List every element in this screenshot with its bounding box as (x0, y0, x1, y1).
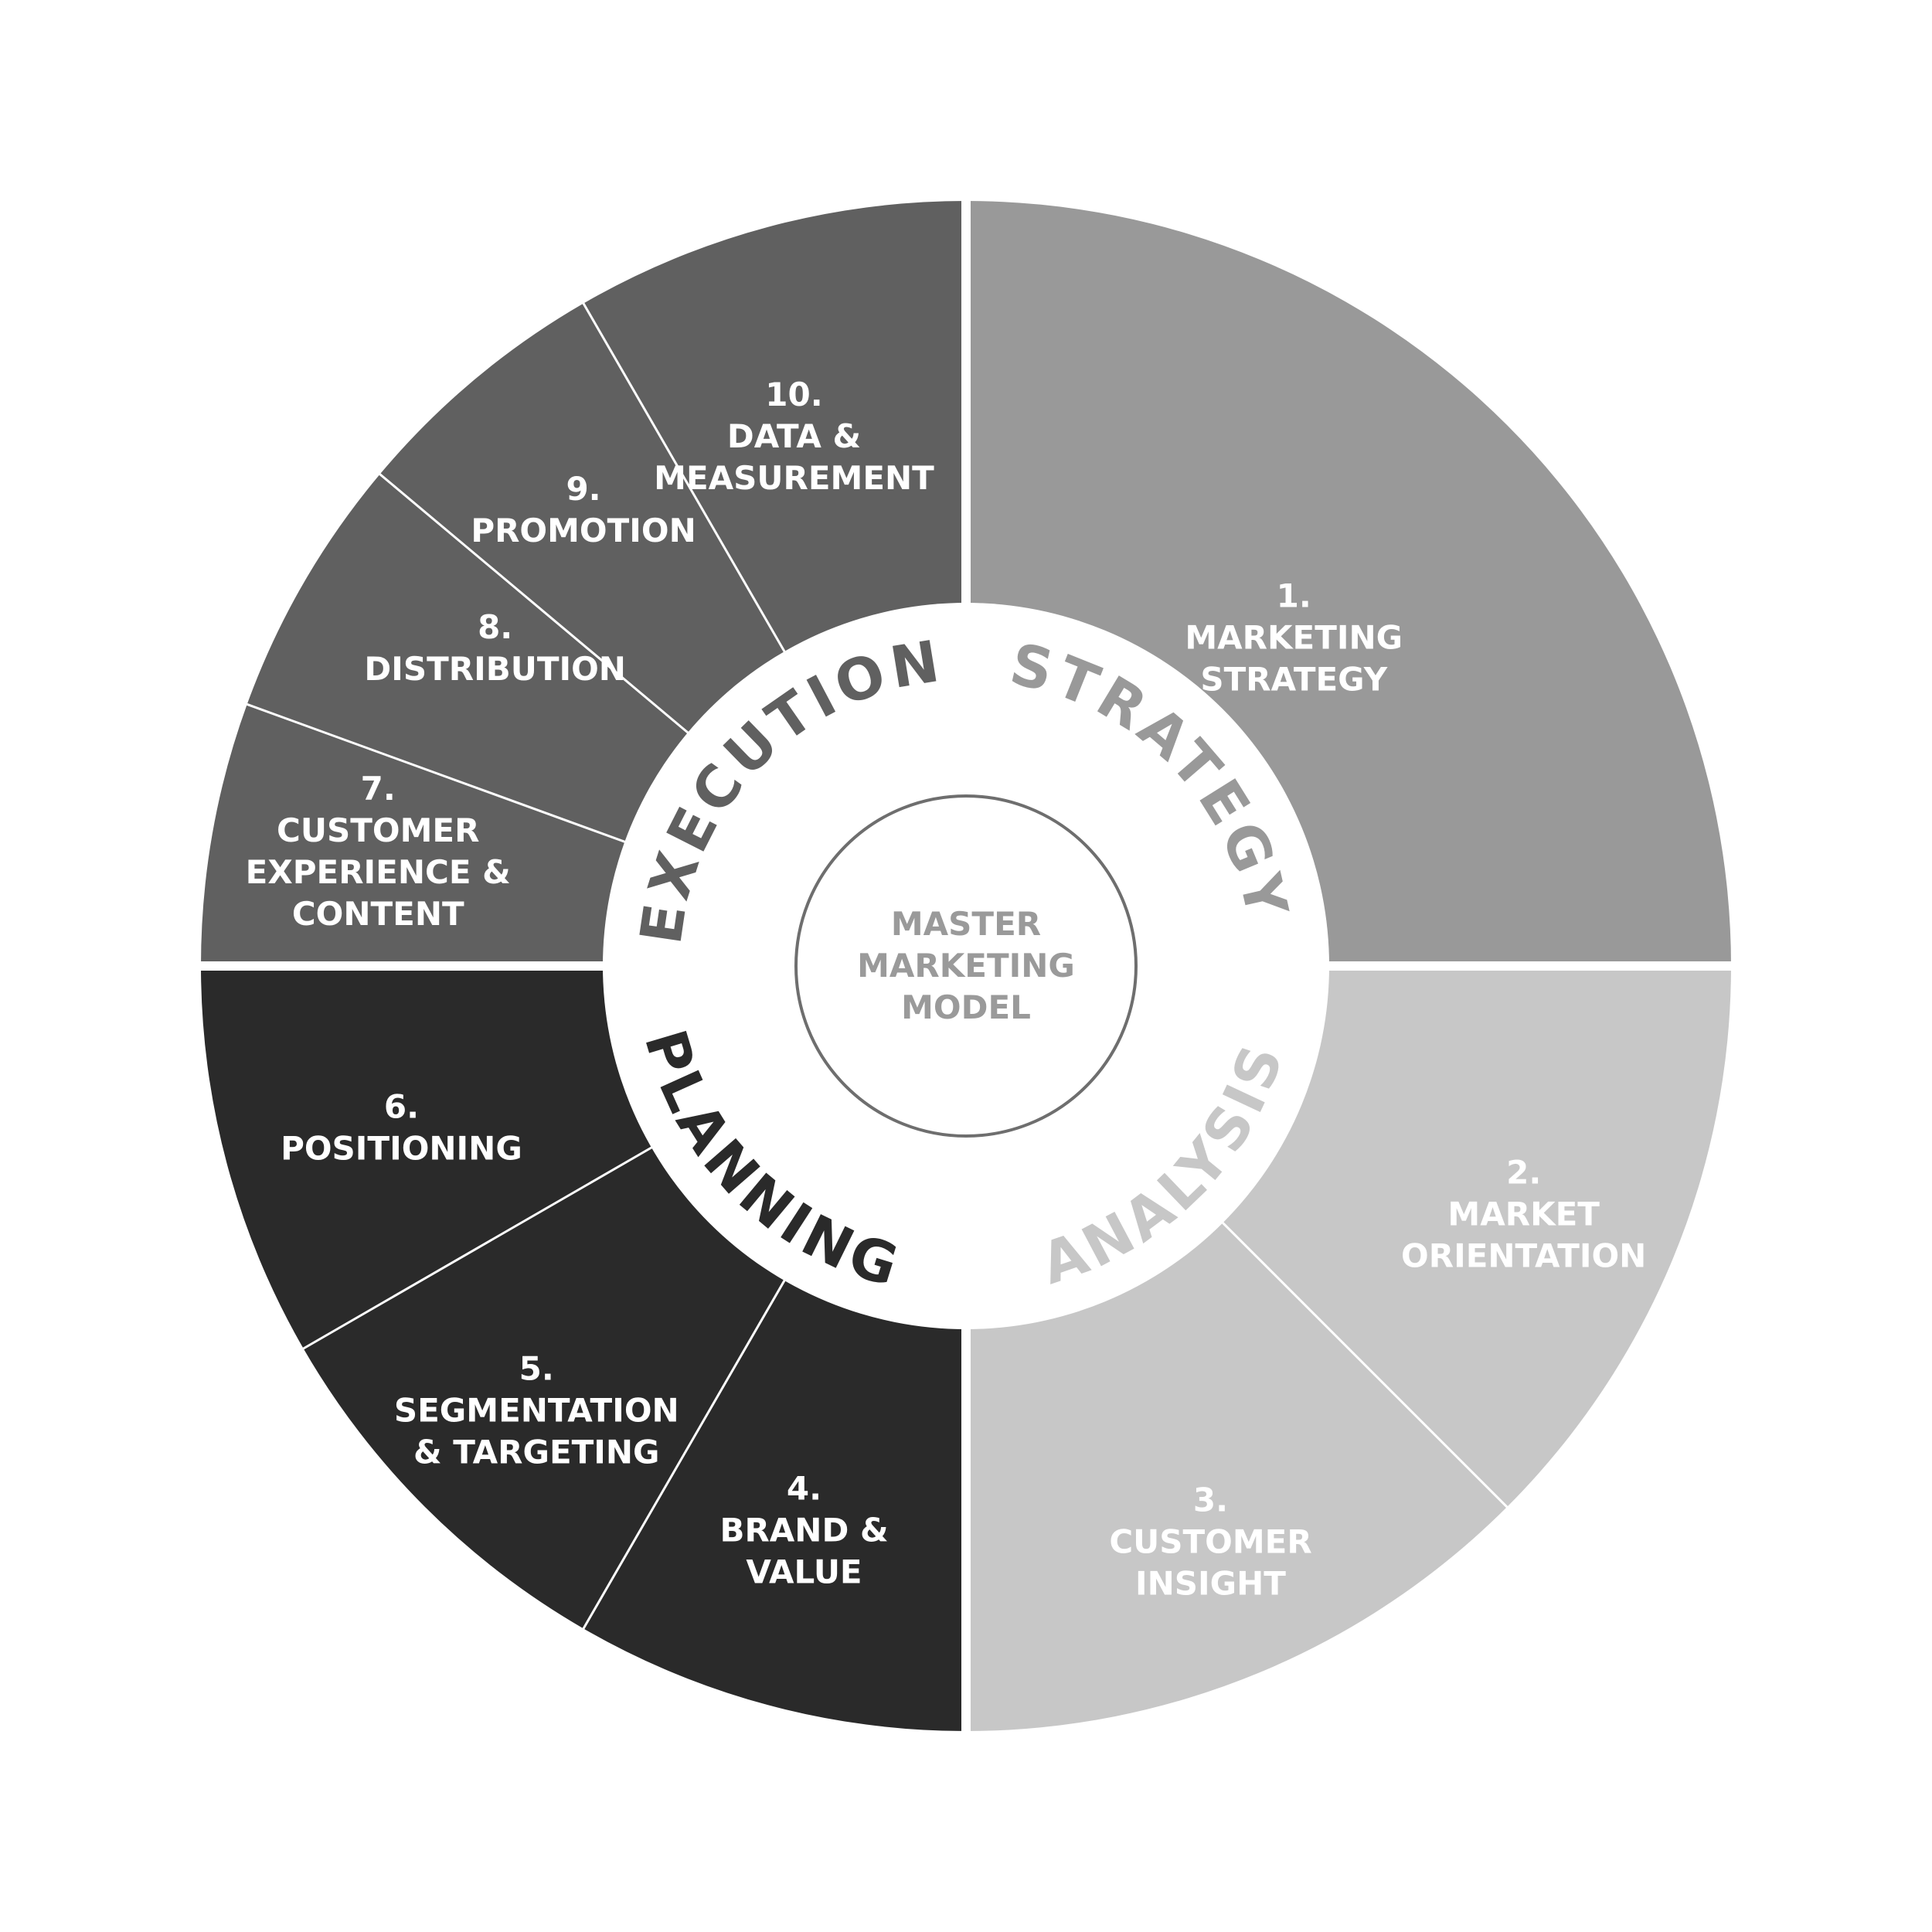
segment-label-1: 1. MARKETING STRATEGY (1185, 577, 1403, 699)
segment-label-5: 5. SEGMENTATION & TARGETING (394, 1349, 679, 1471)
segment-title-line: INSIGHT (1135, 1565, 1286, 1603)
segment-number: 3. (1193, 1481, 1228, 1519)
segment-number: 6. (384, 1087, 419, 1125)
segment-number: 8. (478, 608, 512, 646)
segment-divider (243, 702, 648, 851)
segment-title-line: MARKET (1447, 1195, 1600, 1233)
segment-label-7: 7.CUSTOMER EXPERIENCE & CONTENT (246, 770, 511, 933)
segment-title-line: EXPERIENCE & (246, 853, 511, 891)
segment-title-line: STRATEGY (1200, 661, 1387, 699)
segment-title-line: MARKETING (1185, 619, 1403, 657)
segment-number: 5. (519, 1349, 554, 1387)
segment-divider (1206, 1206, 1511, 1511)
segment-1 (966, 201, 1731, 966)
segment-title-line: DISTRIBUTION (364, 650, 626, 688)
segment-title-line: VALUE (746, 1553, 862, 1591)
segment-title-line: MEASUREMENT (654, 459, 934, 497)
segment-2 (1212, 966, 1731, 1508)
segment-label-3: 3. CUSTOMER INSIGHT (1109, 1481, 1311, 1603)
dividers-layer (197, 197, 1735, 1735)
center-title-line: MASTER (891, 905, 1041, 943)
center-title-line: MARKETING (857, 947, 1075, 985)
segment-8 (247, 474, 700, 848)
segment-title-line: & TARGETING (413, 1433, 660, 1471)
segment-title-line: CUSTOMER (1109, 1523, 1311, 1561)
segment-divider (376, 471, 706, 749)
segment-label-8: 8. DISTRIBUTION (364, 608, 626, 688)
segment-10 (583, 201, 966, 665)
segment-9 (379, 303, 793, 743)
segments-layer (201, 201, 1731, 1731)
segment-label-9: 9. PROMOTION (471, 470, 696, 549)
segment-number: 1. (1277, 577, 1311, 615)
segment-label-6: 6. POSITIONING (281, 1087, 522, 1167)
segment-number: 10. (765, 376, 822, 413)
segment-title-line: CONTENT (292, 895, 464, 933)
segment-title-line: ORIENTATION (1401, 1236, 1646, 1274)
segment-title-line: PROMOTION (471, 512, 696, 549)
center-circle (794, 794, 1138, 1138)
segment-divider (580, 1260, 798, 1633)
segment-7 (201, 704, 640, 966)
segment-number: 4. (787, 1470, 821, 1508)
center-title-line: MODEL (901, 988, 1031, 1026)
segment-number: 9. (566, 470, 600, 508)
segment-3 (966, 1212, 1508, 1731)
segment-divider (580, 299, 798, 672)
segment-title-line: DATA & (727, 417, 861, 455)
segment-number: 7. (361, 770, 396, 808)
segment-label-4: 4. BRAND & VALUE (719, 1470, 888, 1591)
segment-title-line: POSITIONING (281, 1129, 522, 1167)
segment-divider (299, 1134, 672, 1352)
segment-4 (583, 1267, 966, 1731)
segment-label-10: 10. DATA & MEASUREMENT (654, 376, 934, 497)
segment-title-line: BRAND & (719, 1512, 888, 1549)
segment-number: 2. (1506, 1153, 1541, 1191)
segment-title-line: SEGMENTATION (394, 1391, 679, 1429)
segment-6 (201, 966, 665, 1349)
segment-title-line: CUSTOMER (277, 811, 479, 849)
segment-5 (303, 1140, 792, 1629)
